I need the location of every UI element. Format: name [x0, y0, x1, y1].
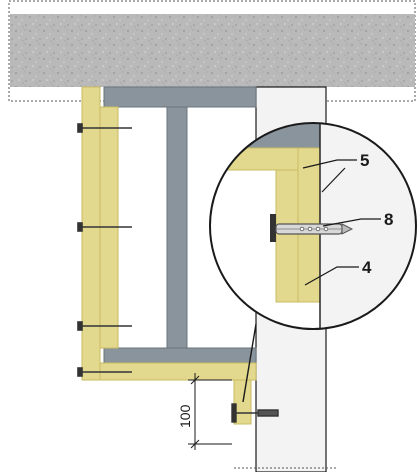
concrete-slab: [10, 14, 415, 87]
side-fasteners: [77, 123, 132, 377]
callout-label-8: 8: [384, 210, 393, 229]
callout-label-4: 4: [362, 258, 372, 277]
magnifier-leader-line: [242, 323, 257, 403]
callout-leaders: [302, 159, 381, 286]
dimension-100: [188, 373, 232, 450]
callout-label-5: 5: [360, 151, 369, 170]
bottom-anchor: [231, 403, 279, 423]
insulation-boards: [81, 86, 257, 425]
dimension-label: 100: [177, 404, 193, 428]
